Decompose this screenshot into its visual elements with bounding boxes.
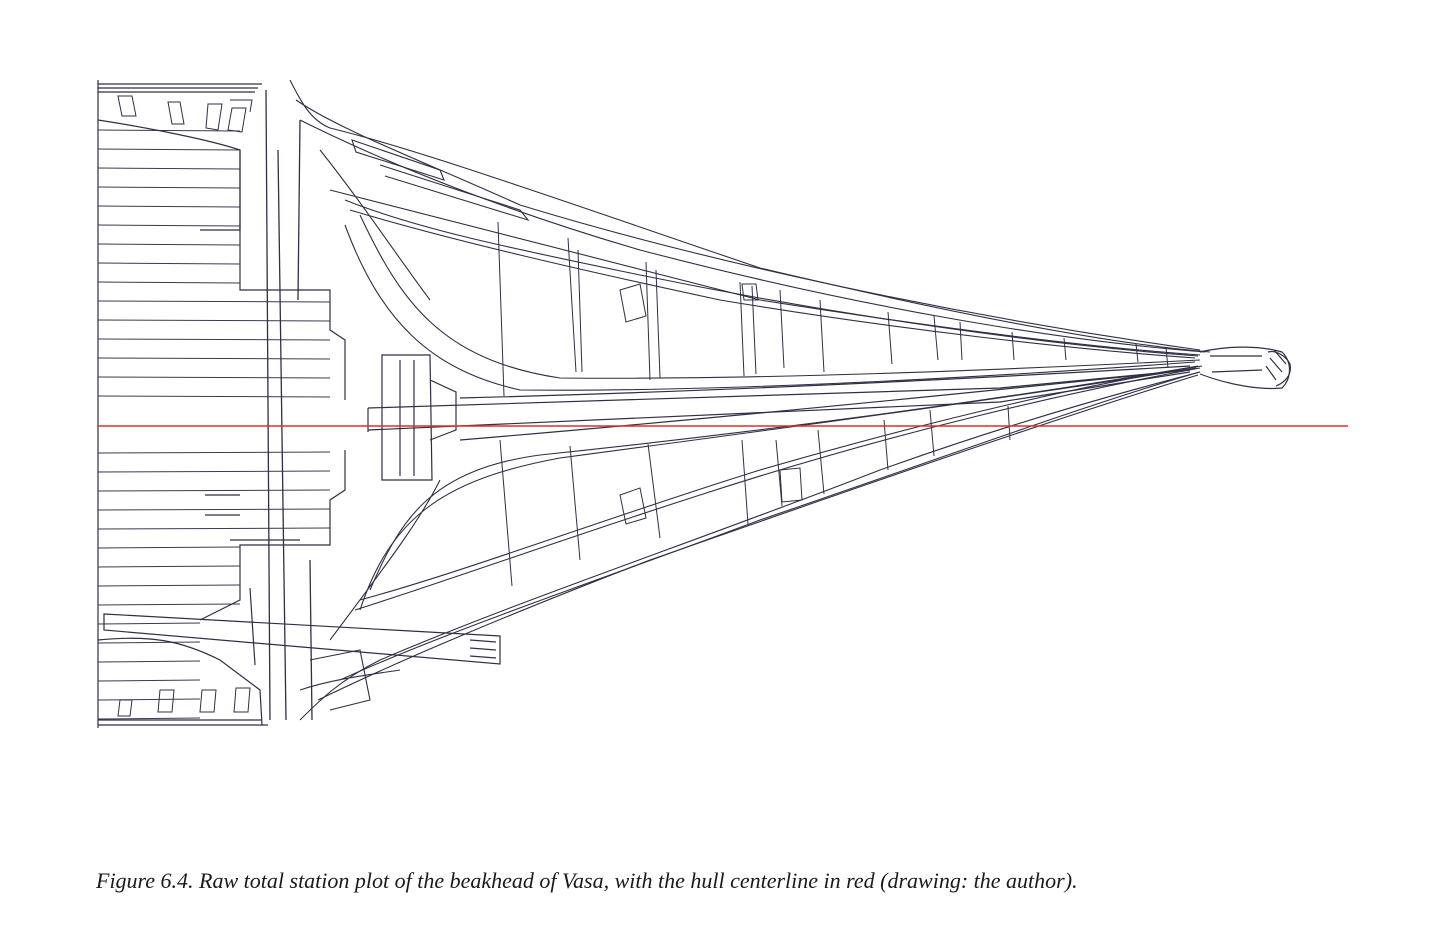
plank-line (97, 527, 331, 530)
plank-line (97, 451, 331, 454)
plank-line (97, 641, 201, 644)
plank-line (97, 717, 201, 720)
plank-line (97, 186, 241, 189)
beakhead-station-plot (97, 79, 1348, 728)
plank-line (97, 395, 331, 398)
plank-line (97, 243, 241, 246)
plank-line (97, 148, 241, 151)
beakhead-lower-rails (299, 365, 1203, 721)
beakhead-upper-rails (289, 79, 1211, 391)
beak-vertical-frames (497, 221, 1169, 587)
plank-line (97, 281, 241, 284)
plank-line (97, 470, 331, 473)
bottom-cross-plank (103, 587, 501, 666)
plank-line (97, 603, 241, 606)
plank-line (97, 224, 241, 227)
plank-line (97, 546, 241, 549)
plank-line (97, 660, 201, 663)
plank-line (97, 129, 241, 132)
figurehead-tip (1199, 346, 1291, 390)
stem-frame-lines (265, 89, 313, 721)
plank-line (97, 262, 241, 265)
plank-line (97, 357, 331, 360)
beak-fittings (619, 283, 803, 525)
plank-line (97, 584, 241, 587)
plank-line (97, 319, 331, 322)
plank-line (97, 508, 331, 511)
plank-line (97, 376, 331, 379)
plank-line (97, 698, 201, 701)
plank-line (97, 679, 201, 682)
plank-line (97, 205, 241, 208)
hull-planking (97, 129, 331, 720)
figure-caption: Figure 6.4. Raw total station plot of th… (96, 868, 1078, 893)
plank-line (97, 300, 331, 303)
plank-line (97, 489, 331, 492)
beak-central-planks (367, 354, 1191, 481)
plank-line (97, 167, 241, 170)
plank-line (97, 338, 331, 341)
hull-ports-top (117, 95, 253, 133)
hull-block-outline (97, 80, 346, 728)
hull-ports-bottom (117, 687, 251, 717)
plank-line (97, 565, 241, 568)
plank-line (97, 622, 201, 625)
